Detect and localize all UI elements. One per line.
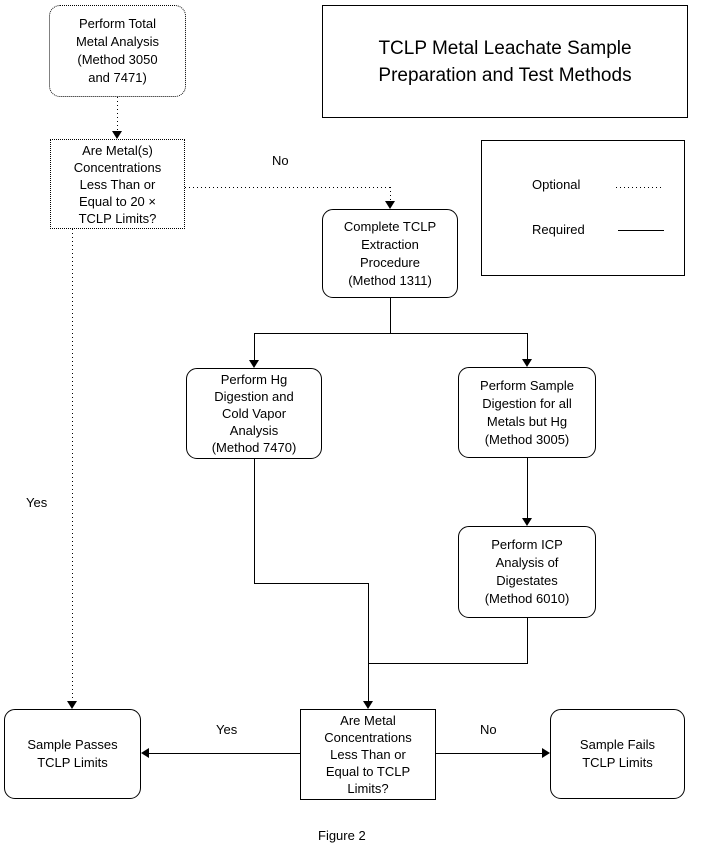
figure-caption: Figure 2 — [318, 828, 366, 843]
legend-optional-line-sample — [616, 187, 664, 188]
edge-decision-to-passes-arrowhead — [141, 748, 149, 758]
legend-required-line-sample — [618, 230, 664, 231]
edge-yes-branch-vertical-line — [72, 229, 73, 701]
edge-decision-to-fails-arrowhead — [542, 748, 550, 758]
node-text: Are Metal Concentrations Less Than or Eq… — [324, 713, 412, 796]
node-perform-total-metal-analysis: Perform Total Metal Analysis (Method 305… — [49, 5, 186, 97]
legend-required-label: Required — [532, 222, 585, 237]
node-are-metal-tclp-decision: Are Metal Concentrations Less Than or Eq… — [300, 709, 436, 800]
edge-digestion-to-icp-arrowhead — [522, 518, 532, 526]
edge-icp-merge-horizontal-line — [368, 663, 528, 664]
node-perform-hg-digestion: Perform Hg Digestion and Cold Vapor Anal… — [186, 368, 322, 459]
edge-extraction-down-line — [390, 298, 391, 334]
node-complete-tclp-extraction: Complete TCLP Extraction Procedure (Meth… — [322, 209, 458, 298]
edge-decision-to-passes-line — [149, 753, 300, 754]
diagram-title: TCLP Metal Leachate Sample Preparation a… — [378, 37, 632, 86]
node-sample-fails: Sample Fails TCLP Limits — [550, 709, 685, 799]
edge-hg-down-line — [254, 459, 255, 584]
edge-merge-to-decision-arrowhead — [363, 701, 373, 709]
legend-box: Optional Required — [481, 140, 685, 276]
edge-label-no-top: No — [272, 153, 289, 168]
edge-icp-down-line — [527, 618, 528, 664]
edge-merge-to-decision-line — [368, 583, 369, 701]
node-text: Perform ICP Analysis of Digestates (Meth… — [484, 537, 570, 606]
node-text: Sample Fails TCLP Limits — [579, 737, 656, 770]
edge-yes-branch-arrowhead — [67, 701, 77, 709]
edge-label-yes-left: Yes — [26, 495, 48, 510]
edge-no-branch-vertical-line — [390, 187, 391, 201]
edge-label-yes-bottom: Yes — [216, 722, 238, 737]
edge-split-left-arrowhead — [249, 360, 259, 368]
edge-split-horizontal-line — [254, 333, 528, 334]
edge-digestion-to-icp-line — [527, 458, 528, 518]
edge-no-branch-horizontal-line — [185, 187, 391, 188]
node-text: Sample Passes TCLP Limits — [27, 737, 118, 770]
edge-split-left-line — [254, 333, 255, 360]
node-sample-passes: Sample Passes TCLP Limits — [4, 709, 141, 799]
edge-total-to-decision-arrowhead — [112, 131, 122, 139]
node-text: Perform Total Metal Analysis (Method 305… — [75, 16, 160, 85]
node-perform-icp-analysis: Perform ICP Analysis of Digestates (Meth… — [458, 526, 596, 618]
edge-split-right-line — [527, 333, 528, 359]
legend-optional-label: Optional — [532, 177, 581, 192]
node-text: Are Metal(s) Concentrations Less Than or… — [73, 142, 162, 226]
node-perform-sample-digestion: Perform Sample Digestion for all Metals … — [458, 367, 596, 458]
node-text: Perform Sample Digestion for all Metals … — [480, 377, 574, 447]
edge-total-to-decision-line — [117, 97, 118, 131]
node-text: Perform Hg Digestion and Cold Vapor Anal… — [211, 372, 297, 455]
diagram-title-box: TCLP Metal Leachate Sample Preparation a… — [322, 5, 688, 118]
edge-hg-merge-horizontal-line — [254, 583, 369, 584]
edge-no-branch-arrowhead — [385, 201, 395, 209]
edge-split-right-arrowhead — [522, 359, 532, 367]
node-are-metals-20x-decision: Are Metal(s) Concentrations Less Than or… — [50, 139, 185, 229]
edge-decision-to-fails-line — [436, 753, 542, 754]
node-text: Complete TCLP Extraction Procedure (Meth… — [343, 218, 437, 288]
edge-label-no-bottom: No — [480, 722, 497, 737]
